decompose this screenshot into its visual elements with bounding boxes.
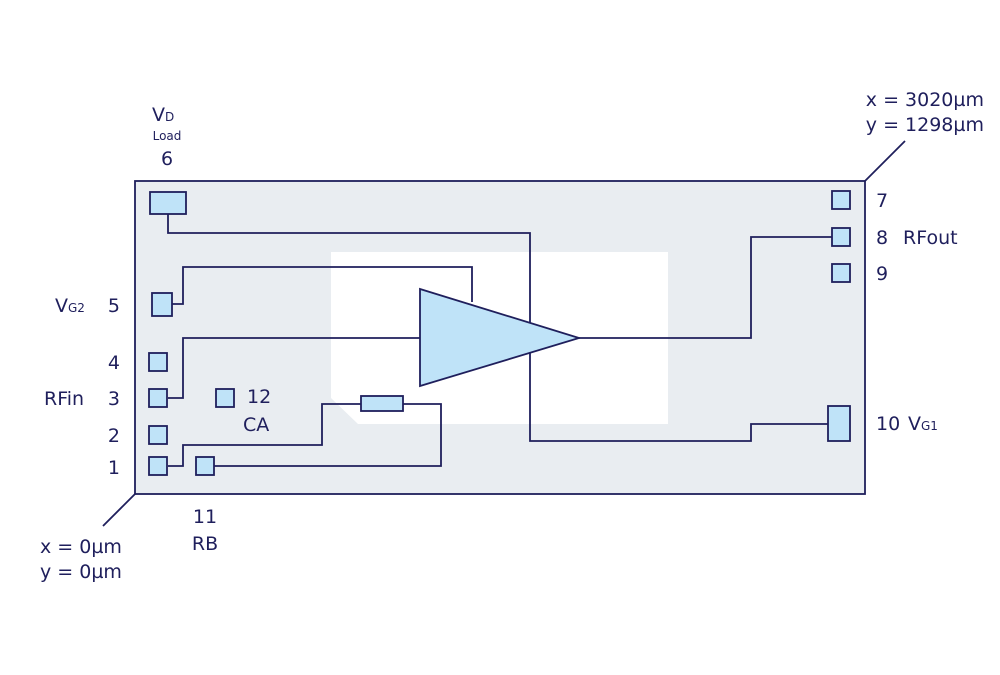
wire-pin11-rb: [214, 403, 442, 467]
pin11-number: 11: [193, 506, 217, 528]
pin1-number: 1: [108, 457, 120, 479]
pin11-name: RB: [192, 533, 218, 555]
pad-1: [148, 456, 168, 476]
pin4-number: 4: [108, 352, 120, 374]
pad-4: [148, 352, 168, 372]
pin12-number: 12: [247, 386, 271, 408]
wire-pin5-vg2: [172, 266, 473, 305]
top-right-leader: [864, 140, 906, 182]
pad-7: [831, 190, 851, 210]
coord-bottom-left-x: x = 0µm: [40, 536, 122, 558]
pad-3: [148, 388, 168, 408]
pad-5: [151, 292, 173, 317]
pin2-number: 2: [108, 425, 120, 447]
bottom-left-leader: [102, 493, 136, 527]
pin10-name: VG1: [908, 413, 938, 435]
pin10-number: 10: [876, 413, 900, 435]
wire-pin6-vdload: [167, 214, 828, 442]
wire-pin1-ca: [168, 403, 361, 467]
pad-6: [149, 191, 187, 215]
wire-rfout: [579, 236, 832, 339]
pin6-number: 6: [161, 148, 173, 170]
pin7-number: 7: [876, 190, 888, 212]
coord-bottom-left-y: y = 0µm: [40, 561, 122, 583]
wire-pin3-rfin: [168, 337, 420, 399]
amplifier-symbol: [419, 287, 583, 388]
pin5-number: 5: [108, 295, 120, 317]
pad-10: [827, 405, 851, 442]
resistor-symbol: [360, 395, 404, 412]
coord-top-right-x: x = 3020µm: [866, 89, 984, 111]
pad-11: [195, 456, 215, 476]
pin3-number: 3: [108, 388, 120, 410]
pad-8: [831, 227, 851, 247]
pad-2: [148, 425, 168, 445]
pin12-name: CA: [243, 414, 269, 436]
pin9-number: 9: [876, 263, 888, 285]
pin6-load: Load: [153, 129, 182, 143]
pin6-name: VD: [152, 104, 174, 126]
pad-12: [215, 388, 235, 408]
pin5-name: VG2: [55, 295, 85, 317]
pad-9: [831, 263, 851, 283]
pin3-name: RFin: [44, 388, 84, 410]
coord-top-right-y: y = 1298µm: [866, 114, 984, 136]
pin8-name: RFout: [903, 227, 958, 249]
pin8-number: 8: [876, 227, 888, 249]
